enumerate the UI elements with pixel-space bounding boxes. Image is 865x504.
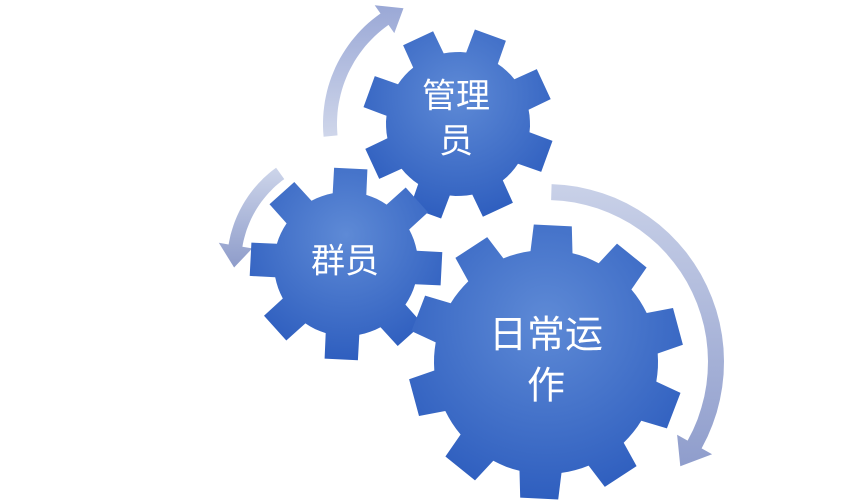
gear-members-shape: [249, 167, 443, 361]
gear-operations-label-line2: 作: [527, 364, 565, 408]
cycle-arrows: [218, 5, 724, 467]
gear-operations-shape: [409, 224, 683, 500]
gear-operations: 日常运 作: [409, 224, 683, 500]
arrow-operations-cycle: [551, 184, 724, 467]
arrow-members-to-admin: [323, 5, 404, 137]
gear-members-label: 群员: [311, 242, 379, 282]
gear-members: 群员: [249, 167, 443, 361]
gear-admin: 管理 员: [363, 29, 553, 219]
gear-operations-label-line1: 日常运: [489, 313, 603, 357]
gear-admin-shape: [363, 29, 553, 219]
arrow-admin-to-members: [218, 167, 285, 268]
gear-admin-label-line2: 员: [439, 122, 473, 162]
gear-admin-label-line1: 管理: [422, 77, 490, 117]
